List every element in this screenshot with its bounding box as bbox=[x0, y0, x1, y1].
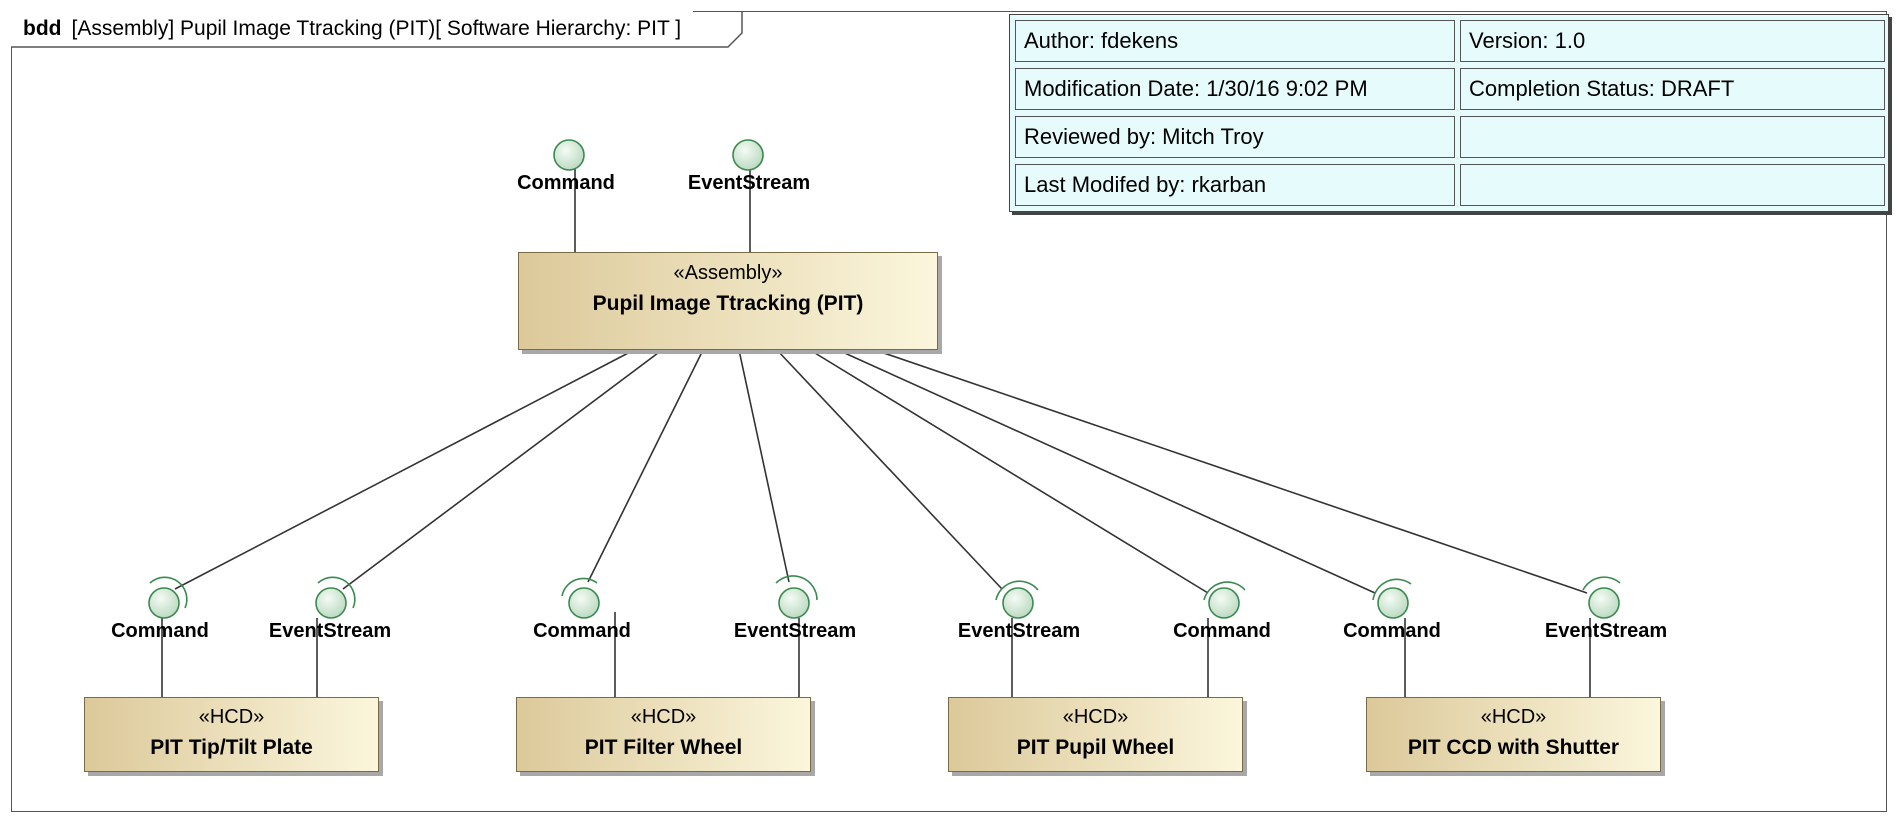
last-modified-cell: Last Modifed by: rkarban bbox=[1015, 164, 1455, 206]
assembly-eventstream-port-icon bbox=[732, 139, 764, 171]
ccd-eventstream-port-icon bbox=[1582, 576, 1621, 619]
assembly-command-label: Command bbox=[517, 172, 615, 194]
hcd-port-icons bbox=[148, 575, 1621, 619]
hcd-block-pupil-wheel[interactable]: «HCD» PIT Pupil Wheel bbox=[948, 697, 1243, 772]
filter-command-port-icon bbox=[561, 577, 600, 619]
link-ccd-eventstream bbox=[874, 349, 1588, 594]
assembly-name: Pupil Image Ttracking (PIT) bbox=[592, 292, 864, 315]
ccd-command-port-icon bbox=[1372, 578, 1412, 619]
hcd-block-ccd-shutter[interactable]: «HCD» PIT CCD with Shutter bbox=[1366, 697, 1661, 772]
hcd-stereotype: «HCD» bbox=[1062, 706, 1129, 728]
hcd-block-filter-wheel[interactable]: «HCD» PIT Filter Wheel bbox=[516, 697, 811, 772]
pupil-command-label: Command bbox=[1173, 620, 1271, 642]
link-filter-command bbox=[587, 349, 704, 583]
diagram-kind: bdd bbox=[23, 17, 62, 40]
filter-command-label: Command bbox=[533, 620, 631, 642]
tiptilt-eventstream-port-icon bbox=[315, 576, 356, 619]
pupil-command-port-icon bbox=[1203, 581, 1246, 619]
reviewed-by-cell: Reviewed by: Mitch Troy bbox=[1015, 116, 1455, 158]
link-pupil-command bbox=[809, 349, 1209, 594]
reviewed-extra-cell bbox=[1460, 116, 1885, 158]
pupil-eventstream-port-icon bbox=[995, 580, 1039, 619]
assembly-eventstream-label: EventStream bbox=[687, 172, 811, 194]
diagram-title: [Assembly] Pupil Image Ttracking (PIT)[ … bbox=[71, 17, 682, 40]
link-tiptilt-command bbox=[174, 349, 635, 590]
completion-status-cell: Completion Status: DRAFT bbox=[1460, 68, 1885, 110]
composition-lines bbox=[174, 349, 1588, 594]
diagram-frame bbox=[11, 11, 1887, 812]
link-ccd-command bbox=[837, 349, 1376, 594]
filter-eventstream-port-icon bbox=[775, 575, 818, 619]
author-cell: Author: fdekens bbox=[1015, 20, 1455, 62]
assembly-block[interactable]: «Assembly» Pupil Image Ttracking (PIT) bbox=[518, 252, 938, 350]
diagram-frame-header: bdd [Assembly] Pupil Image Ttracking (PIT… bbox=[11, 11, 694, 47]
ccd-command-label: Command bbox=[1343, 620, 1441, 642]
hcd-name: PIT Tip/Tilt Plate bbox=[150, 736, 313, 759]
hcd-name: PIT CCD with Shutter bbox=[1407, 736, 1620, 759]
assembly-stereotype: «Assembly» bbox=[673, 262, 783, 284]
hcd-stereotype: «HCD» bbox=[630, 706, 697, 728]
version-cell: Version: 1.0 bbox=[1460, 20, 1885, 62]
pupil-eventstream-label: EventStream bbox=[957, 620, 1081, 642]
ccd-eventstream-label: EventStream bbox=[1544, 620, 1668, 642]
assembly-command-port-icon bbox=[553, 139, 585, 171]
hcd-name: PIT Filter Wheel bbox=[584, 736, 743, 759]
diagram-info-table: Author: fdekens Version: 1.0 Modificatio… bbox=[1009, 14, 1889, 212]
tiptilt-eventstream-label: EventStream bbox=[268, 620, 392, 642]
tiptilt-command-label: Command bbox=[111, 620, 209, 642]
modification-date-cell: Modification Date: 1/30/16 9:02 PM bbox=[1015, 68, 1455, 110]
hcd-stereotype: «HCD» bbox=[1480, 706, 1547, 728]
link-filter-eventstream bbox=[738, 349, 790, 583]
link-pupil-eventstream bbox=[776, 349, 1003, 590]
tiptilt-command-port-icon bbox=[148, 576, 188, 619]
link-tiptilt-eventstream bbox=[342, 349, 663, 590]
hcd-name: PIT Pupil Wheel bbox=[1016, 736, 1175, 759]
hcd-stereotype: «HCD» bbox=[198, 706, 265, 728]
frame-tab-outline bbox=[11, 11, 743, 48]
last-modified-extra-cell bbox=[1460, 164, 1885, 206]
hcd-block-tiptilt[interactable]: «HCD» PIT Tip/Tilt Plate bbox=[84, 697, 379, 772]
filter-eventstream-label: EventStream bbox=[733, 620, 857, 642]
hcd-port-stems bbox=[161, 612, 1591, 697]
